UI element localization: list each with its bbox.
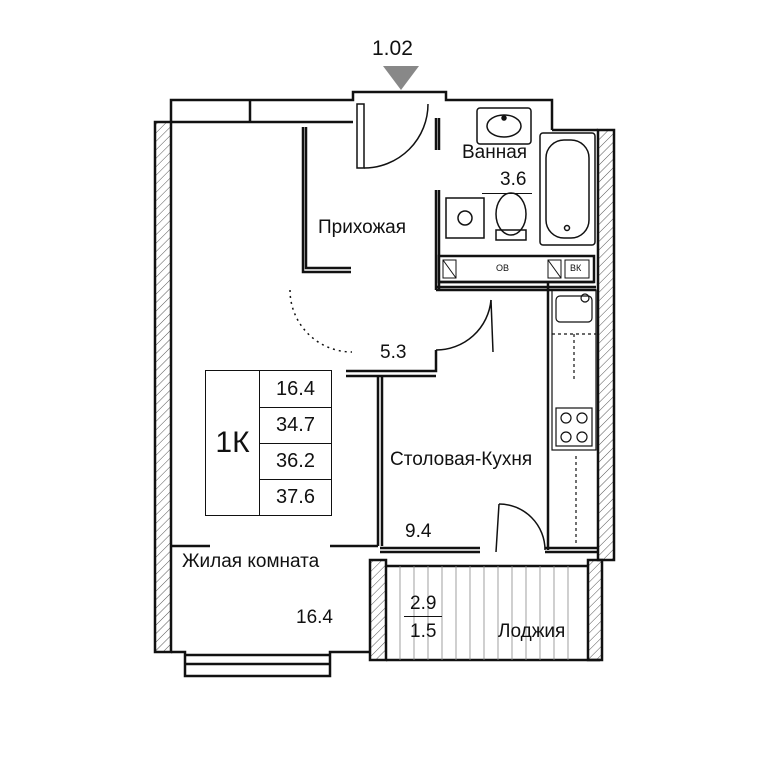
hallway-area: 5.3 (380, 342, 407, 363)
apartment-type: 1К (206, 371, 260, 515)
loggia-floor (399, 566, 569, 660)
duct-strip (442, 259, 590, 279)
apartment-summary-table: 1К 16.4 34.7 36.2 37.6 (205, 370, 332, 516)
loggia-area-reduced: 1.5 (410, 621, 437, 642)
hallway-label: Прихожая (318, 217, 407, 238)
area-total: 34.7 (260, 407, 331, 443)
area-with-loggia-reduced: 36.2 (260, 443, 331, 479)
area-living: 16.4 (276, 377, 315, 400)
doors (289, 103, 546, 553)
kitchen-label: Столовая-Кухня (390, 449, 533, 470)
living-room-area: 16.4 (296, 607, 333, 628)
bathroom-area-underline (482, 193, 532, 194)
loggia-area-divider (404, 616, 442, 617)
walls (153, 90, 616, 678)
loggia-area-full: 2.9 (410, 593, 437, 614)
kitchen-area: 9.4 (405, 521, 432, 542)
duct-label-left: ОВ (496, 263, 510, 273)
area-values: 16.4 34.7 36.2 37.6 (260, 371, 331, 515)
bathroom-area: 3.6 (500, 169, 527, 190)
area-with-loggia-full: 37.6 (260, 479, 331, 515)
living-room-label: Жилая комната (182, 551, 320, 572)
kitchen-counter (551, 289, 597, 545)
bathroom-label: Ванная (462, 142, 528, 163)
loggia-label: Лоджия (498, 621, 566, 642)
section-marker-arrow (383, 66, 419, 90)
duct-label-right: ВК (570, 263, 582, 273)
section-marker-label: 1.02 (372, 37, 413, 60)
